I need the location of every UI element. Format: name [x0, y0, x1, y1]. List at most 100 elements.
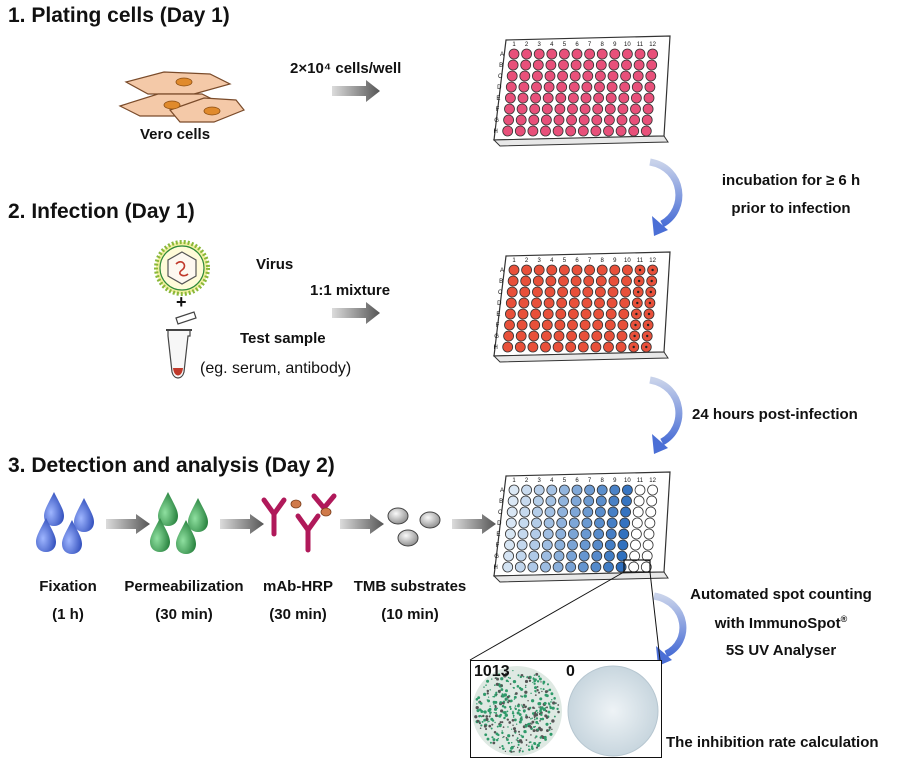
plate-well: [555, 528, 567, 540]
spot: [538, 706, 540, 708]
spot: [527, 722, 531, 726]
spot: [533, 679, 536, 683]
spot: [509, 683, 512, 685]
plate-well: [569, 286, 581, 298]
plate-well: [642, 539, 654, 551]
section-title-plating: 1. Plating cells (Day 1): [8, 4, 230, 27]
plate-well: [543, 81, 555, 93]
spot: [492, 741, 496, 745]
plate-well: [557, 506, 568, 518]
plate-well: [570, 275, 582, 287]
plate-well: [559, 48, 570, 60]
well-spot-marker: [638, 268, 642, 272]
plate-column-label: 11: [637, 478, 644, 484]
plate-well: [604, 103, 616, 115]
spot: [479, 727, 482, 730]
spot: [546, 683, 550, 686]
plate-well: [617, 103, 629, 115]
spot: [501, 731, 504, 735]
spot: [503, 711, 507, 715]
plate-well: [533, 48, 545, 60]
plate-well: [596, 48, 608, 60]
spot: [486, 737, 490, 741]
plate-well: [593, 308, 604, 320]
plate-column-label: 7: [588, 42, 592, 48]
plate-well: [530, 92, 541, 104]
cell-density-label: 2×10⁴ cells/well: [290, 60, 402, 77]
spot: [533, 741, 537, 745]
counting-label-line1: Automated spot counting: [690, 586, 872, 603]
plate-well: [606, 297, 618, 309]
spot: [523, 730, 527, 734]
spot: [553, 715, 556, 718]
plate-column-label: 2: [525, 478, 529, 484]
plate-well: [505, 517, 517, 529]
inhibition-rate-label: The inhibition rate calculation: [666, 734, 879, 751]
spot: [551, 706, 555, 710]
spot: [513, 695, 517, 699]
plate-well: [570, 59, 582, 71]
plate-well: [545, 275, 557, 287]
plate-well: [529, 103, 541, 115]
plate-row-label: B: [499, 63, 503, 69]
plate-well: [641, 114, 653, 126]
spot: [530, 692, 532, 695]
plate-column-label: 10: [624, 478, 631, 484]
plate-well: [552, 341, 564, 353]
spot: [486, 679, 490, 683]
plate-column-label: 12: [649, 42, 656, 48]
spot: [508, 705, 512, 709]
well-images-drawing: [472, 665, 659, 757]
spot: [519, 717, 523, 722]
plate-row-label: E: [496, 532, 500, 538]
plate-well: [530, 528, 541, 540]
plate-well: [591, 114, 603, 126]
plate-well: [594, 81, 605, 93]
plate-well: [545, 495, 557, 507]
step-arrow-icon: [220, 514, 264, 534]
spot: [508, 699, 511, 702]
spot: [517, 709, 520, 712]
spot: [532, 677, 535, 679]
spot: [554, 702, 556, 705]
plate-well: [582, 506, 594, 518]
spot: [543, 701, 547, 705]
spot: [509, 708, 512, 711]
spot: [536, 743, 540, 747]
plate-well: [531, 517, 542, 529]
plate-well: [618, 308, 630, 320]
spot: [489, 689, 491, 691]
plate-well: [608, 495, 620, 507]
spot: [540, 706, 542, 708]
plate-well: [504, 539, 515, 551]
plate-well: [554, 103, 566, 115]
spot: [548, 728, 551, 731]
plate-well: [595, 506, 606, 518]
plate-well: [541, 550, 552, 562]
plate-well: [540, 561, 551, 573]
spot: [506, 714, 508, 717]
spot: [514, 692, 518, 695]
plate-well: [514, 125, 526, 137]
spot: [532, 729, 536, 733]
spot: [499, 701, 503, 704]
plate-well: [506, 286, 518, 298]
plate-row-label: G: [494, 118, 499, 124]
plate-well: [647, 484, 659, 496]
spot: [519, 689, 522, 691]
plate-well: [519, 286, 531, 298]
plate-well: [502, 561, 514, 573]
spot: [516, 739, 519, 741]
spot: [512, 716, 515, 718]
spot: [511, 711, 515, 715]
plate-well: [532, 70, 543, 82]
spot: [480, 724, 483, 727]
well-spot-marker: [632, 345, 635, 349]
spot: [520, 674, 523, 677]
plate-well: [529, 319, 541, 331]
plate-well: [505, 81, 517, 93]
spot-count-right: 0: [566, 663, 575, 680]
spot: [546, 706, 549, 709]
virus-icon: [154, 240, 210, 296]
